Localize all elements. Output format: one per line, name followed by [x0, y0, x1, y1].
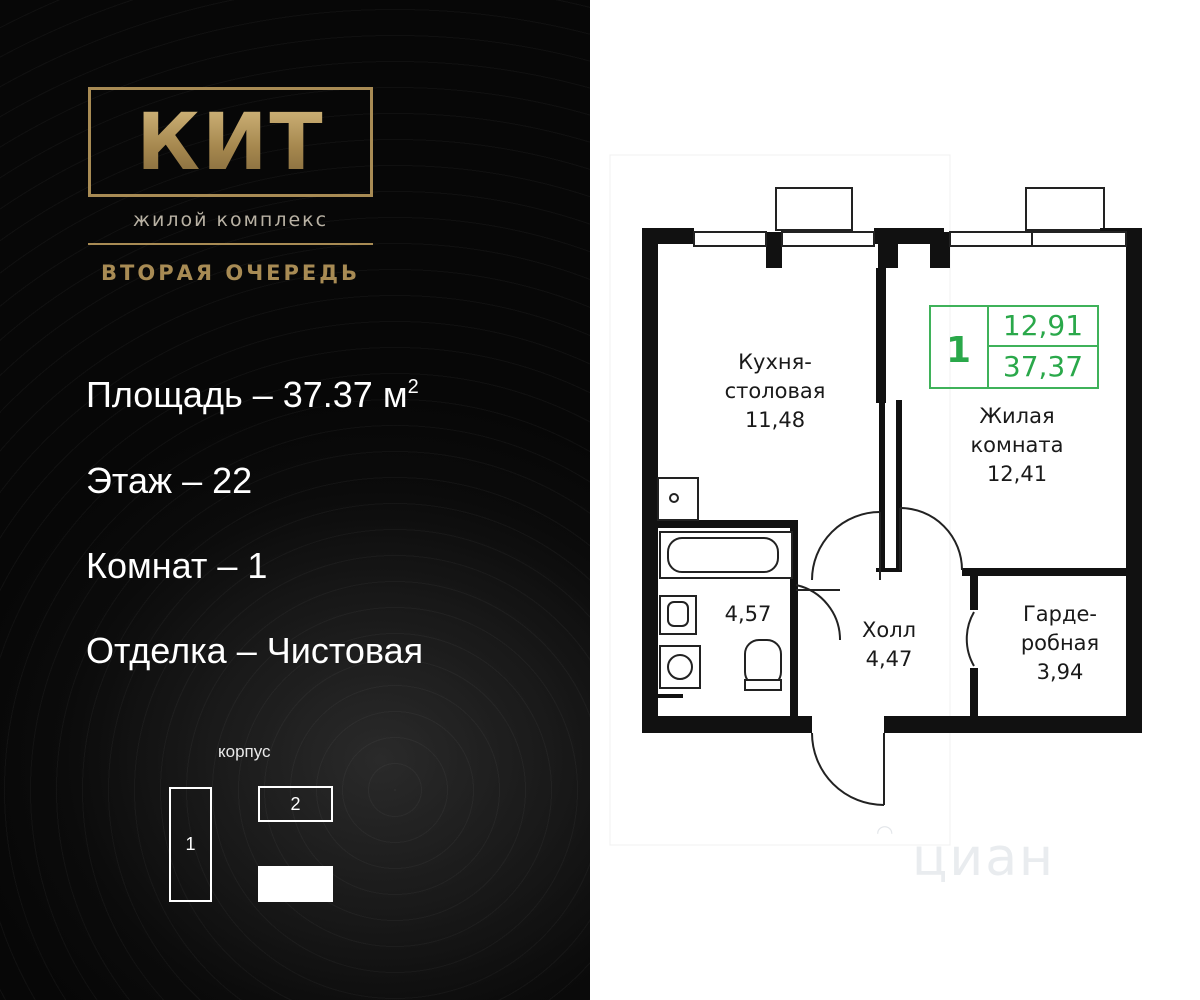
wardrobe-name-1: Гарде-: [1022, 602, 1098, 626]
logo-frame: КИТ: [88, 87, 373, 197]
logo-subtitle: жилой комплекс: [132, 209, 329, 231]
badge-living-area: 12,91: [1002, 309, 1084, 342]
wardrobe-area: 3,94: [1036, 660, 1084, 684]
bathroom-area: 4,57: [724, 602, 772, 626]
badge-room-count: 1: [946, 330, 972, 371]
kitchen-area: 11,48: [744, 408, 806, 432]
floor-plan: 1 12,91 37,37 Кухня- столовая 11,48 Жила…: [590, 0, 1200, 1000]
room-living-label: Жилая комната 12,41: [942, 402, 1092, 489]
logo-divider: [88, 243, 373, 245]
window-bay-kitchen: [775, 187, 853, 231]
kitchen-name-1: Кухня-: [738, 350, 812, 374]
finish-info: Отделка – Чистовая: [86, 630, 424, 671]
background-rings: [0, 0, 590, 1000]
area-text: Площадь – 37.37 м: [86, 374, 408, 415]
area-badge-frame: [929, 305, 1099, 389]
building-2: 2: [258, 786, 333, 822]
wardrobe-name-2: робная: [1020, 631, 1100, 655]
floor-plan-drawing: [609, 154, 1142, 846]
area-info: Площадь – 37.37 м2: [86, 374, 419, 416]
room-wardrobe-label: Гарде- робная 3,94: [995, 600, 1125, 687]
living-area: 12,41: [986, 462, 1048, 486]
kitchen-name-2: столовая: [724, 379, 826, 403]
rooms-info: Комнат – 1: [86, 545, 268, 586]
living-name-1: Жилая: [979, 404, 1055, 428]
info-panel: КИТ жилой комплекс ВТОРАЯ ОЧЕРЕДЬ Площад…: [0, 0, 590, 1000]
windows: [693, 231, 1127, 247]
bathroom-fixtures: [657, 477, 793, 691]
outer-walls: [642, 228, 1142, 733]
site-plan-label: корпус: [218, 742, 271, 761]
hall-name: Холл: [861, 618, 917, 642]
building-2-number: 2: [290, 793, 301, 814]
window-bay-living: [1025, 187, 1105, 231]
watermark-logo-icon: ◠: [876, 820, 894, 844]
building-1: 1: [169, 787, 212, 902]
building-1-number: 1: [185, 834, 196, 854]
room-hall-label: Холл 4,47: [844, 616, 934, 674]
watermark-text: циан: [912, 828, 1056, 888]
badge-total-area: 37,37: [1002, 350, 1084, 383]
logo-title: КИТ: [91, 98, 370, 188]
interior-walls: [658, 268, 1126, 716]
room-bathroom-label: 4,57: [708, 600, 788, 629]
living-name-2: комната: [970, 433, 1064, 457]
building-3-highlighted: [258, 866, 333, 902]
hall-area: 4,47: [865, 647, 913, 671]
door-swings: [795, 507, 975, 806]
floor-info: Этаж – 22: [86, 460, 253, 501]
area-unit-superscript: 2: [407, 376, 419, 398]
logo-stage: ВТОРАЯ ОЧЕРЕДЬ: [101, 261, 360, 285]
room-kitchen-label: Кухня- столовая 11,48: [700, 348, 850, 435]
